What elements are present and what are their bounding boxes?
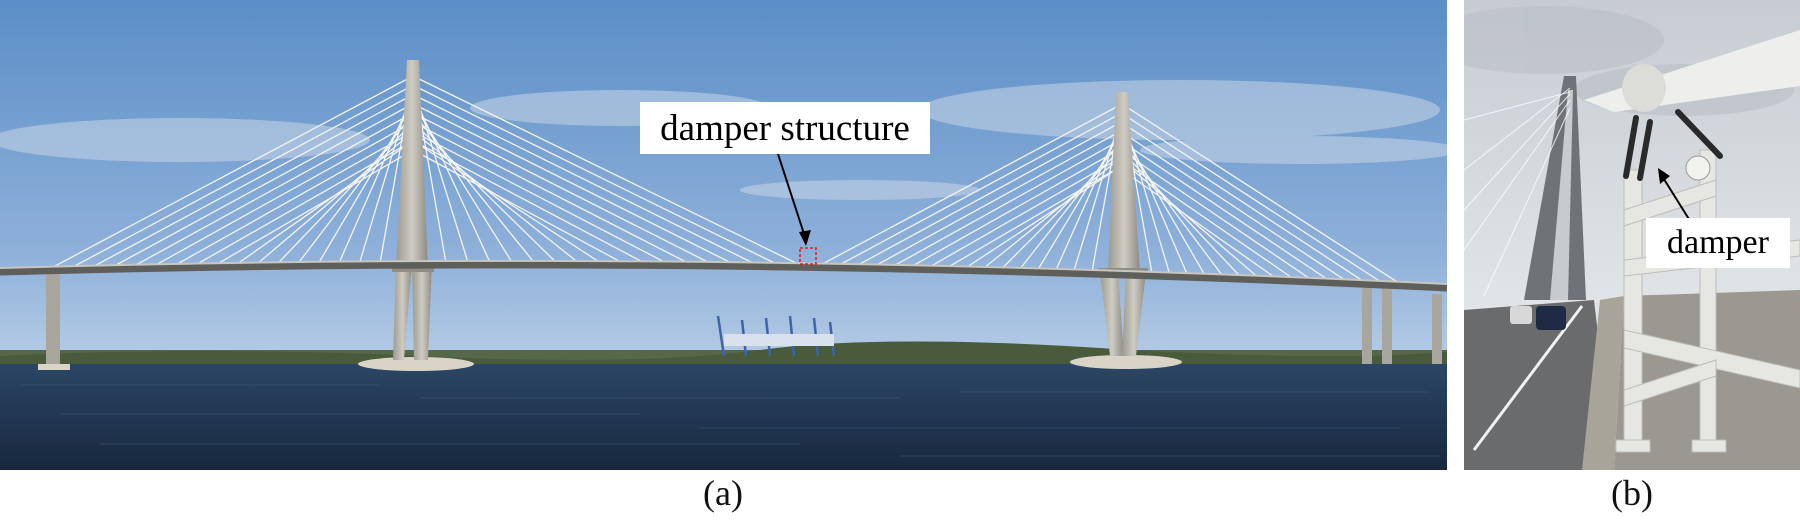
stay-cable: [111, 103, 414, 268]
stay-cable: [1121, 160, 1295, 280]
damper-arrow: [1661, 175, 1693, 225]
stay-cable: [892, 138, 1123, 268]
stay-cable: [412, 103, 734, 265]
stay-cable: [132, 112, 414, 268]
stay-cable: [412, 75, 801, 266]
road: [1464, 300, 1614, 470]
car-light: [1510, 306, 1532, 324]
stay-cable: [1121, 112, 1383, 284]
right-tower-base: [1070, 355, 1182, 369]
stay-cable: [1121, 160, 1259, 279]
right-pier: [1362, 286, 1372, 364]
stay-cable: [358, 85, 414, 264]
left-tower-base: [358, 357, 474, 371]
stay-cable: [412, 140, 646, 264]
stay-cable: [338, 94, 414, 264]
stay-cable: [412, 94, 491, 264]
stay-cable: [90, 93, 414, 269]
stay-cable: [1121, 169, 1277, 279]
stay-cable: [70, 84, 414, 269]
stay-cable: [412, 149, 624, 264]
bridge-deck: [0, 261, 1447, 292]
stay-cable: [928, 156, 1123, 268]
concrete-barrier: [1582, 296, 1624, 470]
stay-cable: [964, 165, 1123, 269]
stay-cable: [855, 121, 1123, 267]
panel-a-photo: [0, 0, 1447, 470]
damper-rods: [1623, 109, 1723, 181]
stay-cable: [1055, 121, 1123, 271]
stay-cable: [412, 84, 779, 266]
stay-cable: [1121, 103, 1401, 285]
stay-cable: [412, 130, 580, 264]
stay-cable: [152, 121, 414, 267]
stay-cable: [412, 112, 536, 264]
stay-cable: [1121, 131, 1206, 276]
left-pier: [46, 274, 60, 368]
annotation-arrow: [777, 153, 807, 241]
stay-cable: [412, 112, 712, 265]
right-tower: [1098, 92, 1148, 356]
stay-cable: [1121, 150, 1242, 278]
stay-cable: [173, 130, 414, 267]
stay-cable: [412, 130, 668, 265]
stay-cable: [1121, 150, 1312, 281]
sensor-light: [1685, 155, 1711, 181]
stay-cable: [946, 165, 1123, 269]
stay-cable: [910, 147, 1123, 268]
stay-cable: [837, 112, 1123, 267]
port-building: [724, 334, 834, 346]
caption-b: (b): [1611, 473, 1653, 513]
stay-cable: [49, 75, 414, 270]
stay-cable: [412, 140, 602, 264]
distant-cables: [1464, 87, 1571, 297]
stay-cable: [874, 129, 1123, 267]
stay-cable: [412, 121, 690, 265]
water: [0, 364, 1447, 470]
damper-structure-label: damper structure: [640, 102, 930, 154]
damper-highlight-box: [799, 247, 817, 265]
water-ripples: [20, 384, 1440, 457]
car-dark: [1536, 306, 1566, 330]
sky: [0, 0, 1447, 365]
stay-cable: [1121, 131, 1348, 282]
stay-cable: [1121, 122, 1365, 283]
stay-cable: [412, 121, 558, 264]
stay-cables: [49, 75, 1401, 285]
stay-cable: [1121, 141, 1224, 277]
stay-cable: [1121, 122, 1189, 276]
stay-cable: [412, 93, 757, 265]
damper-label: damper: [1646, 218, 1790, 268]
stay-cable: [819, 103, 1123, 266]
stay-cable: [1121, 141, 1330, 282]
stay-cable: [982, 156, 1123, 270]
caption-a: (a): [703, 473, 743, 513]
